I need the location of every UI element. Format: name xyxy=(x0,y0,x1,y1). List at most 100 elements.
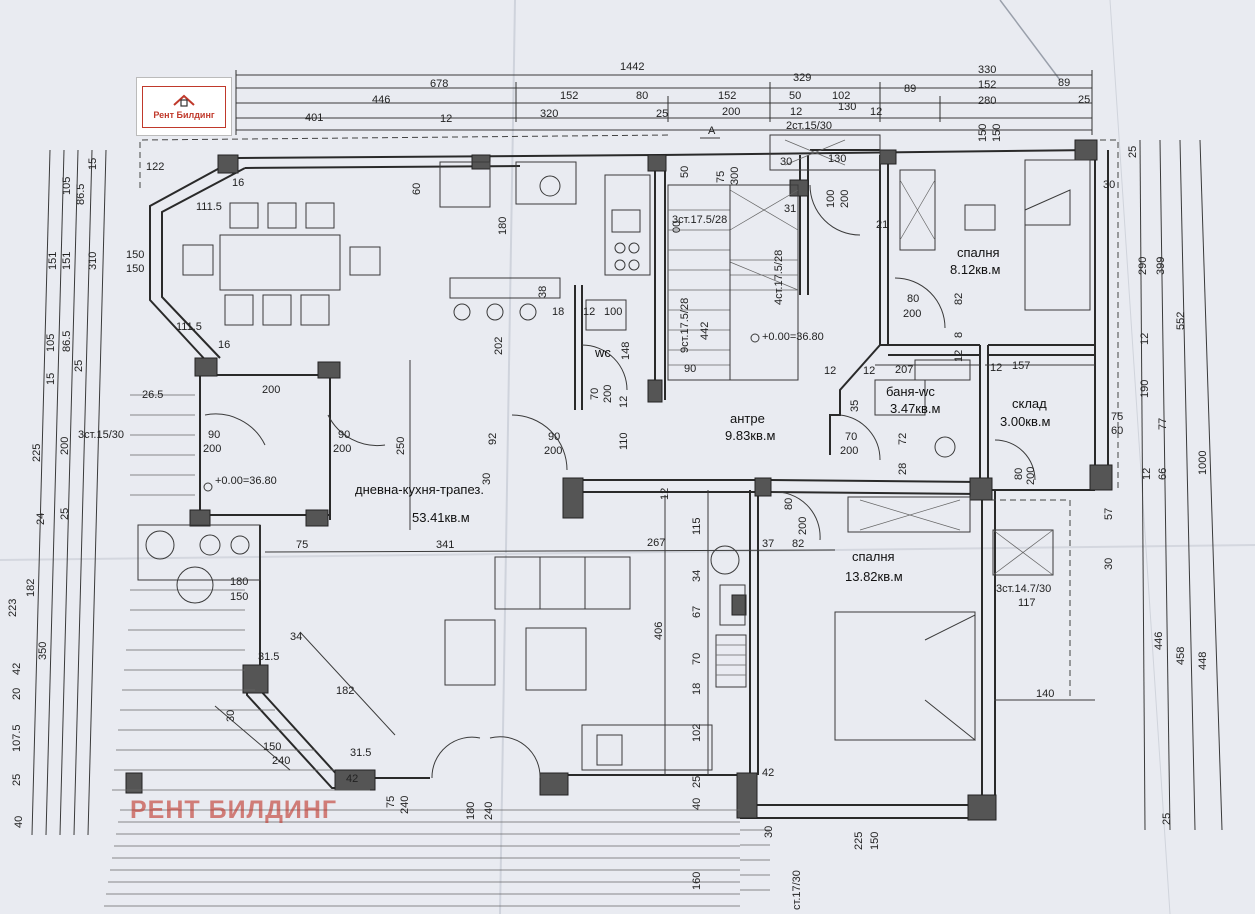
dim-bath-1: 12 xyxy=(863,365,875,377)
dim-bedroom-9: 30 xyxy=(1103,179,1115,191)
dim-top-2c: 330 xyxy=(978,64,996,76)
dim-bath-6: 28 xyxy=(897,463,909,475)
dim-living-v-8: 70 xyxy=(691,653,703,665)
dim-top-3d: 152 xyxy=(718,90,736,102)
dim-terrace-4: 111.5 xyxy=(196,201,222,213)
top-dimensions: 1442 678 329 330 446 152 80 152 50 102 8… xyxy=(235,61,1093,135)
dim-terrace-8: 16 xyxy=(218,339,230,351)
dim-bay-7: 31.5 xyxy=(350,747,371,759)
dim-top-3h: 152 xyxy=(978,79,996,91)
door-3-h: 200 xyxy=(544,445,562,457)
brand-logo: Рент Билдинг xyxy=(136,77,232,136)
left-dimensions: 105 86.5 15 151 151 310 105 86.5 15 25 2… xyxy=(7,149,107,836)
dim-bath-4: 35 xyxy=(849,400,861,412)
dim-left-8: 86.5 xyxy=(61,331,73,352)
columns xyxy=(125,139,1113,821)
dim-terrace-9: 26.5 xyxy=(142,389,163,401)
door-2-w: 90 xyxy=(338,429,350,441)
inner-dimension-labels: 75 341 267 37 82 250 202 92 406 115 34 6… xyxy=(126,124,1123,890)
dim-top-4j: 25 xyxy=(1078,94,1090,106)
dim-left-11: 225 xyxy=(31,444,43,462)
dim-left-9: 15 xyxy=(45,373,57,385)
dim-bedroom-11: 57 xyxy=(1103,508,1115,520)
room-bedroom-small-area: 8.12кв.м xyxy=(950,262,1001,277)
room-bath-name: баня-wc xyxy=(886,384,935,399)
logo-frame: Рент Билдинг xyxy=(142,85,226,128)
dim-living-v-11: 25 xyxy=(691,776,703,788)
dim-kitchen-9: 12 xyxy=(618,396,630,408)
dim-top-3e: 50 xyxy=(789,90,801,102)
door-1-w: 90 xyxy=(208,429,220,441)
kitchen-units xyxy=(439,161,651,321)
exterior-walls xyxy=(149,149,1109,819)
door-labels: 90 200 90 200 90 200 70 200 70 200 80 20… xyxy=(203,190,1037,535)
door-5-w: 70 xyxy=(845,431,857,443)
dim-kitchen-7: 148 xyxy=(620,342,632,360)
dim-terrace-7: 16 xyxy=(232,177,244,189)
dim-living-v-2: 202 xyxy=(493,337,505,355)
bath-fixtures xyxy=(585,299,971,458)
dim-top-3i: 89 xyxy=(1058,77,1070,89)
dim-bottom-3: 150 xyxy=(869,832,881,850)
dim-bedroom-5: 21 xyxy=(876,219,888,231)
room-storage-name: склад xyxy=(1012,396,1047,411)
dim-bottom-1: 42 xyxy=(762,767,774,779)
dim-left-21: 25 xyxy=(11,774,23,786)
dim-right-13: 448 xyxy=(1197,652,1209,670)
dim-right-9: 12 xyxy=(1141,468,1153,480)
living-furniture xyxy=(444,556,747,771)
dim-bath-8: 75 xyxy=(1111,411,1123,423)
dim-left-4: 151 xyxy=(47,252,59,270)
plant-symbols xyxy=(137,524,740,604)
dim-top-1: 1442 xyxy=(620,61,644,73)
dim-bottom-2: 225 xyxy=(853,832,865,850)
door-8-w: 80 xyxy=(1013,468,1025,480)
room-bedroom-small-name: спалня xyxy=(957,245,1000,260)
door-7-h: 200 xyxy=(903,308,921,320)
dim-right-14: 25 xyxy=(1161,813,1173,825)
room-bedroom-large-area: 13.82кв.м xyxy=(845,569,903,584)
dim-left-15: 223 xyxy=(7,599,19,617)
bedroom-furniture xyxy=(834,159,1091,742)
dim-right-6: 190 xyxy=(1139,380,1151,398)
room-bath-area: 3.47кв.м xyxy=(890,401,941,416)
dim-top-2b: 329 xyxy=(793,72,811,84)
dim-stair-4: 31 xyxy=(784,203,796,215)
dim-living-v-13: 160 xyxy=(691,872,703,890)
dim-left-16: 182 xyxy=(25,579,37,597)
dim-top-4e: 200 xyxy=(722,106,740,118)
dim-bay-10: 240 xyxy=(399,796,411,814)
dim-bedroom-13: 140 xyxy=(1036,688,1054,700)
dim-bedroom-4: 150 xyxy=(991,124,1003,142)
dim-terrace-10: 180 xyxy=(230,576,248,588)
dim-top-4h: 12 xyxy=(870,106,882,118)
level-living: +0.00=36.80 xyxy=(215,475,277,487)
dim-living-v-3: 92 xyxy=(487,433,499,445)
dining-set xyxy=(182,202,381,326)
dim-stair-8: 12 xyxy=(824,365,836,377)
room-entrance-name: антре xyxy=(730,411,765,426)
dim-bedroom-2: 30 xyxy=(780,156,792,168)
dim-left-19: 20 xyxy=(11,688,23,700)
dim-left-2: 86.5 xyxy=(75,184,87,205)
dim-living-v-10: 102 xyxy=(691,724,703,742)
dim-bay-8: 42 xyxy=(346,773,358,785)
dim-bottom-4: 30 xyxy=(763,826,775,838)
door-7-w: 80 xyxy=(907,293,919,305)
stair-bottom: ст.17/30 xyxy=(791,870,803,910)
dim-living-h-2: 341 xyxy=(436,539,454,551)
stair-top-run: 2ст.15/30 xyxy=(786,120,832,132)
dim-top-4a: 401 xyxy=(305,112,323,124)
stair-main-a: 3ст.17.5/28 xyxy=(672,214,727,226)
dim-stair-3: 50 xyxy=(679,166,691,178)
dim-terrace-5: 111.5 xyxy=(176,321,202,333)
door-8-h: 200 xyxy=(1025,467,1037,485)
dim-right-4: 552 xyxy=(1175,312,1187,330)
dim-living-v-5: 115 xyxy=(691,517,703,535)
dim-bath-5: 72 xyxy=(897,433,909,445)
dim-bedroom-10: 30 xyxy=(1103,558,1115,570)
door-6-h: 200 xyxy=(797,517,809,535)
door-5-h: 200 xyxy=(840,445,858,457)
dim-bay-6: 240 xyxy=(272,755,290,767)
door-6-w: 80 xyxy=(783,498,795,510)
